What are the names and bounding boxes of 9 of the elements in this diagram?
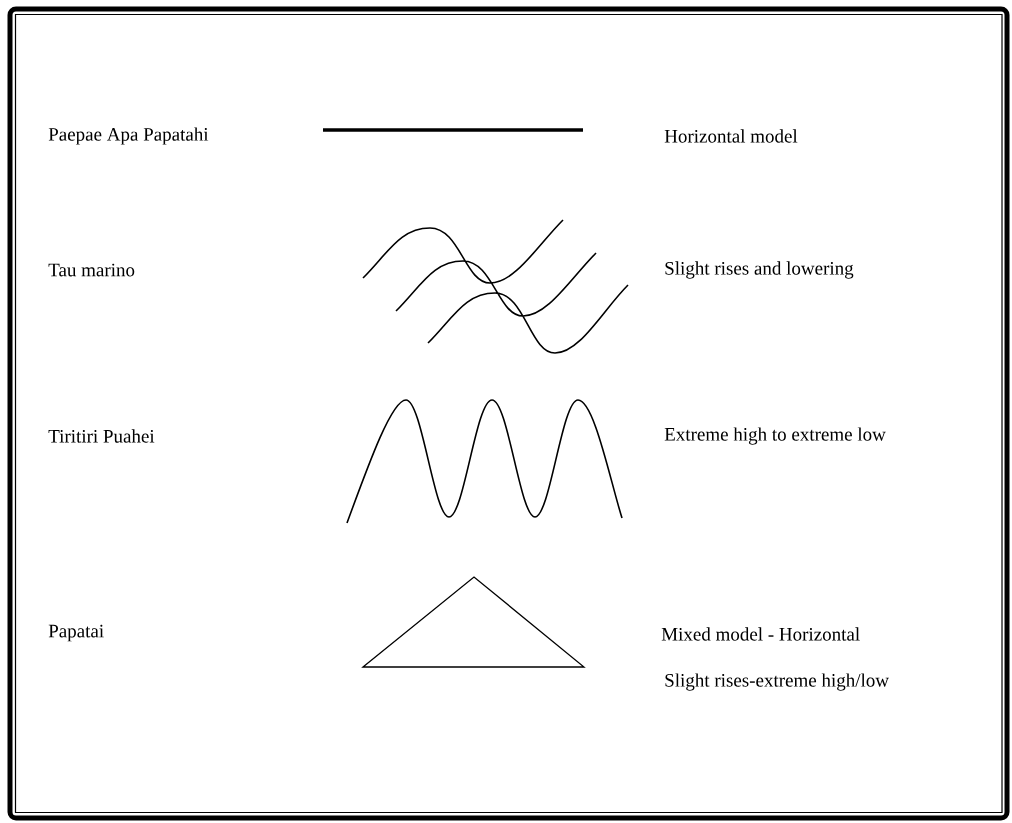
row-label: Tau marino xyxy=(48,263,135,277)
row-label: Horizontal model xyxy=(664,129,798,143)
row-label: Paepae Apa Papatahi xyxy=(48,127,209,145)
row-label: Tiritiri Puahei xyxy=(48,429,155,443)
row-label: Extreme high to extreme low xyxy=(664,427,886,445)
row-label: Mixed model - Horizontal xyxy=(661,627,860,641)
row-label: Papatai xyxy=(48,624,104,642)
row-label: Slight rises-extreme high/low xyxy=(665,673,889,691)
row-label: Slight rises and lowering xyxy=(665,261,854,279)
